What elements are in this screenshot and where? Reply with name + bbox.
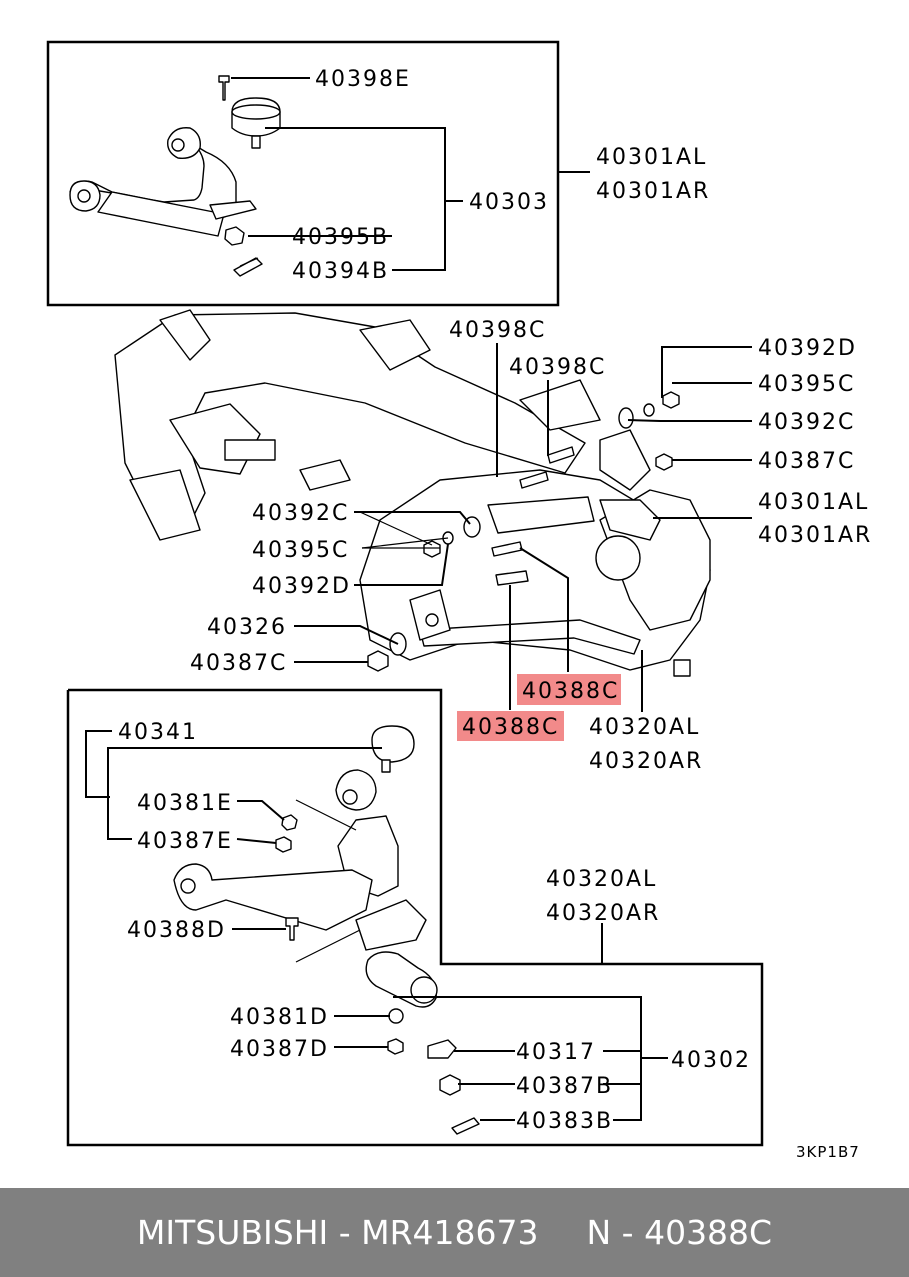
label-40395B: 40395B (292, 225, 389, 250)
label-40387C-right: 40387C (758, 449, 855, 474)
label-40301AL-mid: 40301AL (758, 490, 869, 515)
label-40320AR-low: 40320AR (546, 901, 660, 926)
label-40387D: 40387D (230, 1037, 329, 1062)
lower-inset-leaders (85, 730, 668, 1121)
footer-brand-part: MITSUBISHI - MR418673 (136, 1213, 539, 1252)
label-40320AL-low: 40320AL (546, 867, 657, 892)
label-40320AR-mid: 40320AR (589, 749, 703, 774)
parts-diagram: 40398E 40303 40301AL 40301AR 40395B 4039… (46, 40, 872, 1161)
label-40302: 40302 (671, 1048, 751, 1073)
upper-arm-assembly-drawing (69, 75, 281, 277)
label-40381D: 40381D (230, 1005, 329, 1030)
label-40395C-left: 40395C (252, 538, 349, 563)
label-40303: 40303 (469, 190, 549, 215)
chassis-drawing (114, 309, 711, 677)
middle-leaders (294, 343, 752, 712)
highlight-40388C-upper (517, 674, 621, 705)
label-40381E: 40381E (137, 791, 233, 816)
label-40301AL-top: 40301AL (596, 145, 707, 170)
label-40388D: 40388D (127, 918, 226, 943)
label-40392C-left: 40392C (252, 501, 349, 526)
label-40387B: 40387B (516, 1074, 613, 1099)
upper-arm-inset-frame (46, 40, 560, 307)
upper-inset-leaders (231, 77, 590, 271)
label-40398C-b: 40398C (509, 355, 606, 380)
label-40341: 40341 (118, 720, 198, 745)
label-40301AR-mid: 40301AR (758, 523, 872, 548)
label-40326: 40326 (207, 615, 287, 640)
label-40317: 40317 (516, 1040, 596, 1065)
label-40394B: 40394B (292, 259, 389, 284)
diagram-code: 3KP1B7 (796, 1143, 860, 1161)
label-40398C-a: 40398C (449, 318, 546, 343)
label-40392D-left: 40392D (252, 574, 351, 599)
label-40387E: 40387E (137, 829, 233, 854)
lower-arm-inset-frame (66, 688, 764, 1147)
label-40320AL-mid: 40320AL (589, 715, 700, 740)
footer-ref: N - 40388C (586, 1213, 773, 1252)
label-40392D-right: 40392D (758, 336, 857, 361)
label-40387C-left: 40387C (190, 651, 287, 676)
label-40398E: 40398E (315, 67, 411, 92)
lower-arm-assembly-drawing (173, 725, 480, 1135)
label-40388C-lower: 40388C (462, 715, 559, 740)
label-40383B: 40383B (516, 1109, 613, 1134)
label-40301AR-top: 40301AR (596, 179, 710, 204)
highlight-40388C-lower (457, 711, 564, 741)
footer-bar: MITSUBISHI - MR418673 N - 40388C (0, 1188, 909, 1277)
label-40388C-upper: 40388C (522, 679, 619, 704)
label-40392C-right: 40392C (758, 410, 855, 435)
label-40395C-right: 40395C (758, 372, 855, 397)
